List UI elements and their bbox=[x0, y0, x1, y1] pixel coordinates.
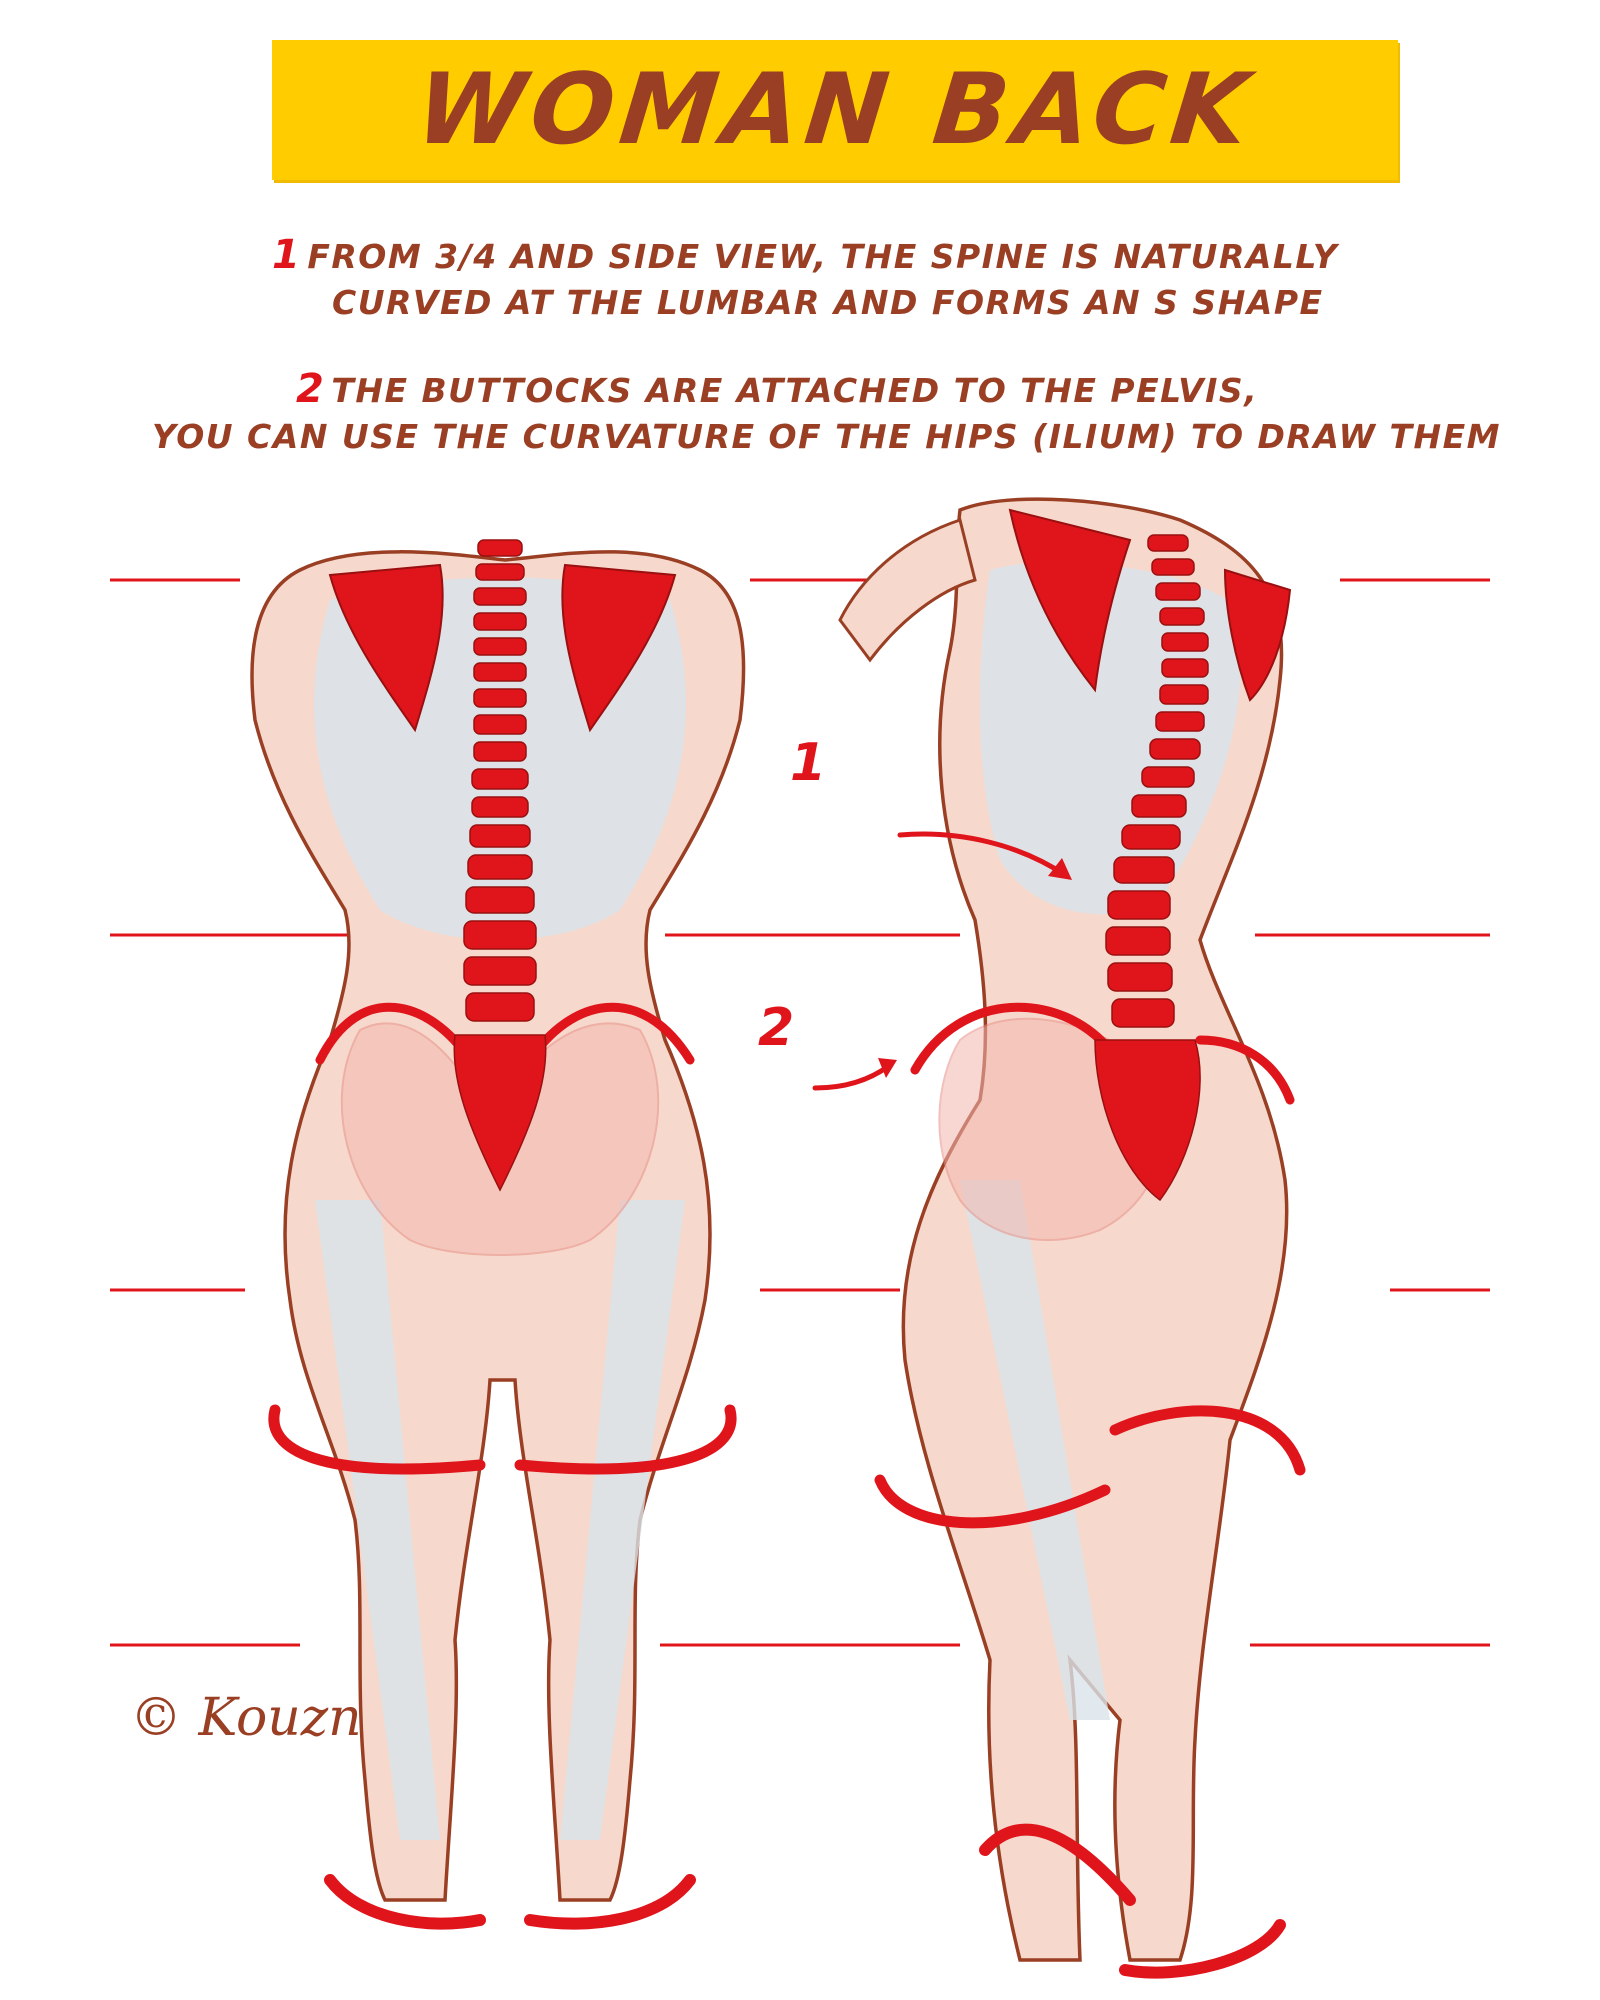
callout-2-arrowhead bbox=[878, 1058, 897, 1078]
callout-1-label: 1 bbox=[790, 733, 826, 793]
title-banner: WOMAN BACK bbox=[272, 40, 1398, 180]
back-view-ankle-ring-left bbox=[324, 1874, 486, 1930]
three-quarter-view-scapula-left bbox=[1008, 508, 1132, 693]
note-2-number: 2 bbox=[296, 366, 326, 412]
back-view-spine bbox=[453, 539, 547, 1192]
three-quarter-view-knee-ring bbox=[874, 1474, 1111, 1529]
back-view-scapula-left bbox=[328, 563, 444, 733]
anatomy-illustration: 1 2 © Kouzn bbox=[110, 497, 1490, 1979]
three-quarter-view-arm bbox=[838, 518, 977, 663]
three-quarter-view-ankle-ring-right bbox=[1119, 1919, 1286, 1979]
callout-1-arrowhead bbox=[1048, 858, 1072, 880]
back-view-scapula-right bbox=[561, 563, 677, 733]
back-view-ankle-ring-right bbox=[524, 1874, 696, 1930]
note-1-number: 1 bbox=[272, 232, 302, 278]
note-2-line-2: YOU CAN USE THE CURVATURE OF THE HIPS (I… bbox=[152, 417, 1501, 456]
note-1-line-2: CURVED AT THE LUMBAR AND FORMS AN S SHAP… bbox=[332, 283, 1324, 322]
back-view-pelvis-arc bbox=[315, 1002, 695, 1065]
back-view-figure bbox=[250, 539, 746, 1930]
back-view-thigh-ring-left bbox=[268, 1404, 486, 1475]
callout-2-label: 2 bbox=[758, 998, 794, 1058]
callout-1-arrow bbox=[897, 831, 1068, 878]
callout-2-arrow bbox=[812, 1062, 893, 1091]
three-quarter-view-ankle-ring-left bbox=[979, 1823, 1136, 1906]
note-1-line-1: FROM 3/4 AND SIDE VIEW, THE SPINE IS NAT… bbox=[307, 237, 1339, 276]
back-view-leg-bones-right bbox=[560, 1200, 685, 1840]
three-quarter-view-spine bbox=[1094, 534, 1209, 1202]
three-quarter-view-thigh-ring bbox=[1109, 1405, 1306, 1476]
artist-signature: © Kouzn bbox=[130, 1688, 362, 1748]
three-quarter-view-pelvis-arc bbox=[910, 1002, 1295, 1105]
three-quarter-view-figure bbox=[838, 497, 1306, 1979]
three-quarter-view-scapula-right bbox=[1223, 568, 1292, 702]
back-view-leg-bones-left bbox=[315, 1200, 440, 1840]
back-view-thigh-ring-right bbox=[514, 1404, 737, 1475]
three-quarter-view-leg-bone bbox=[960, 1180, 1110, 1720]
page-title: WOMAN BACK bbox=[410, 53, 1260, 167]
proportion-guide-lines bbox=[110, 578, 1490, 1647]
note-2-line-1: THE BUTTOCKS ARE ATTACHED TO THE PELVIS, bbox=[331, 371, 1259, 410]
